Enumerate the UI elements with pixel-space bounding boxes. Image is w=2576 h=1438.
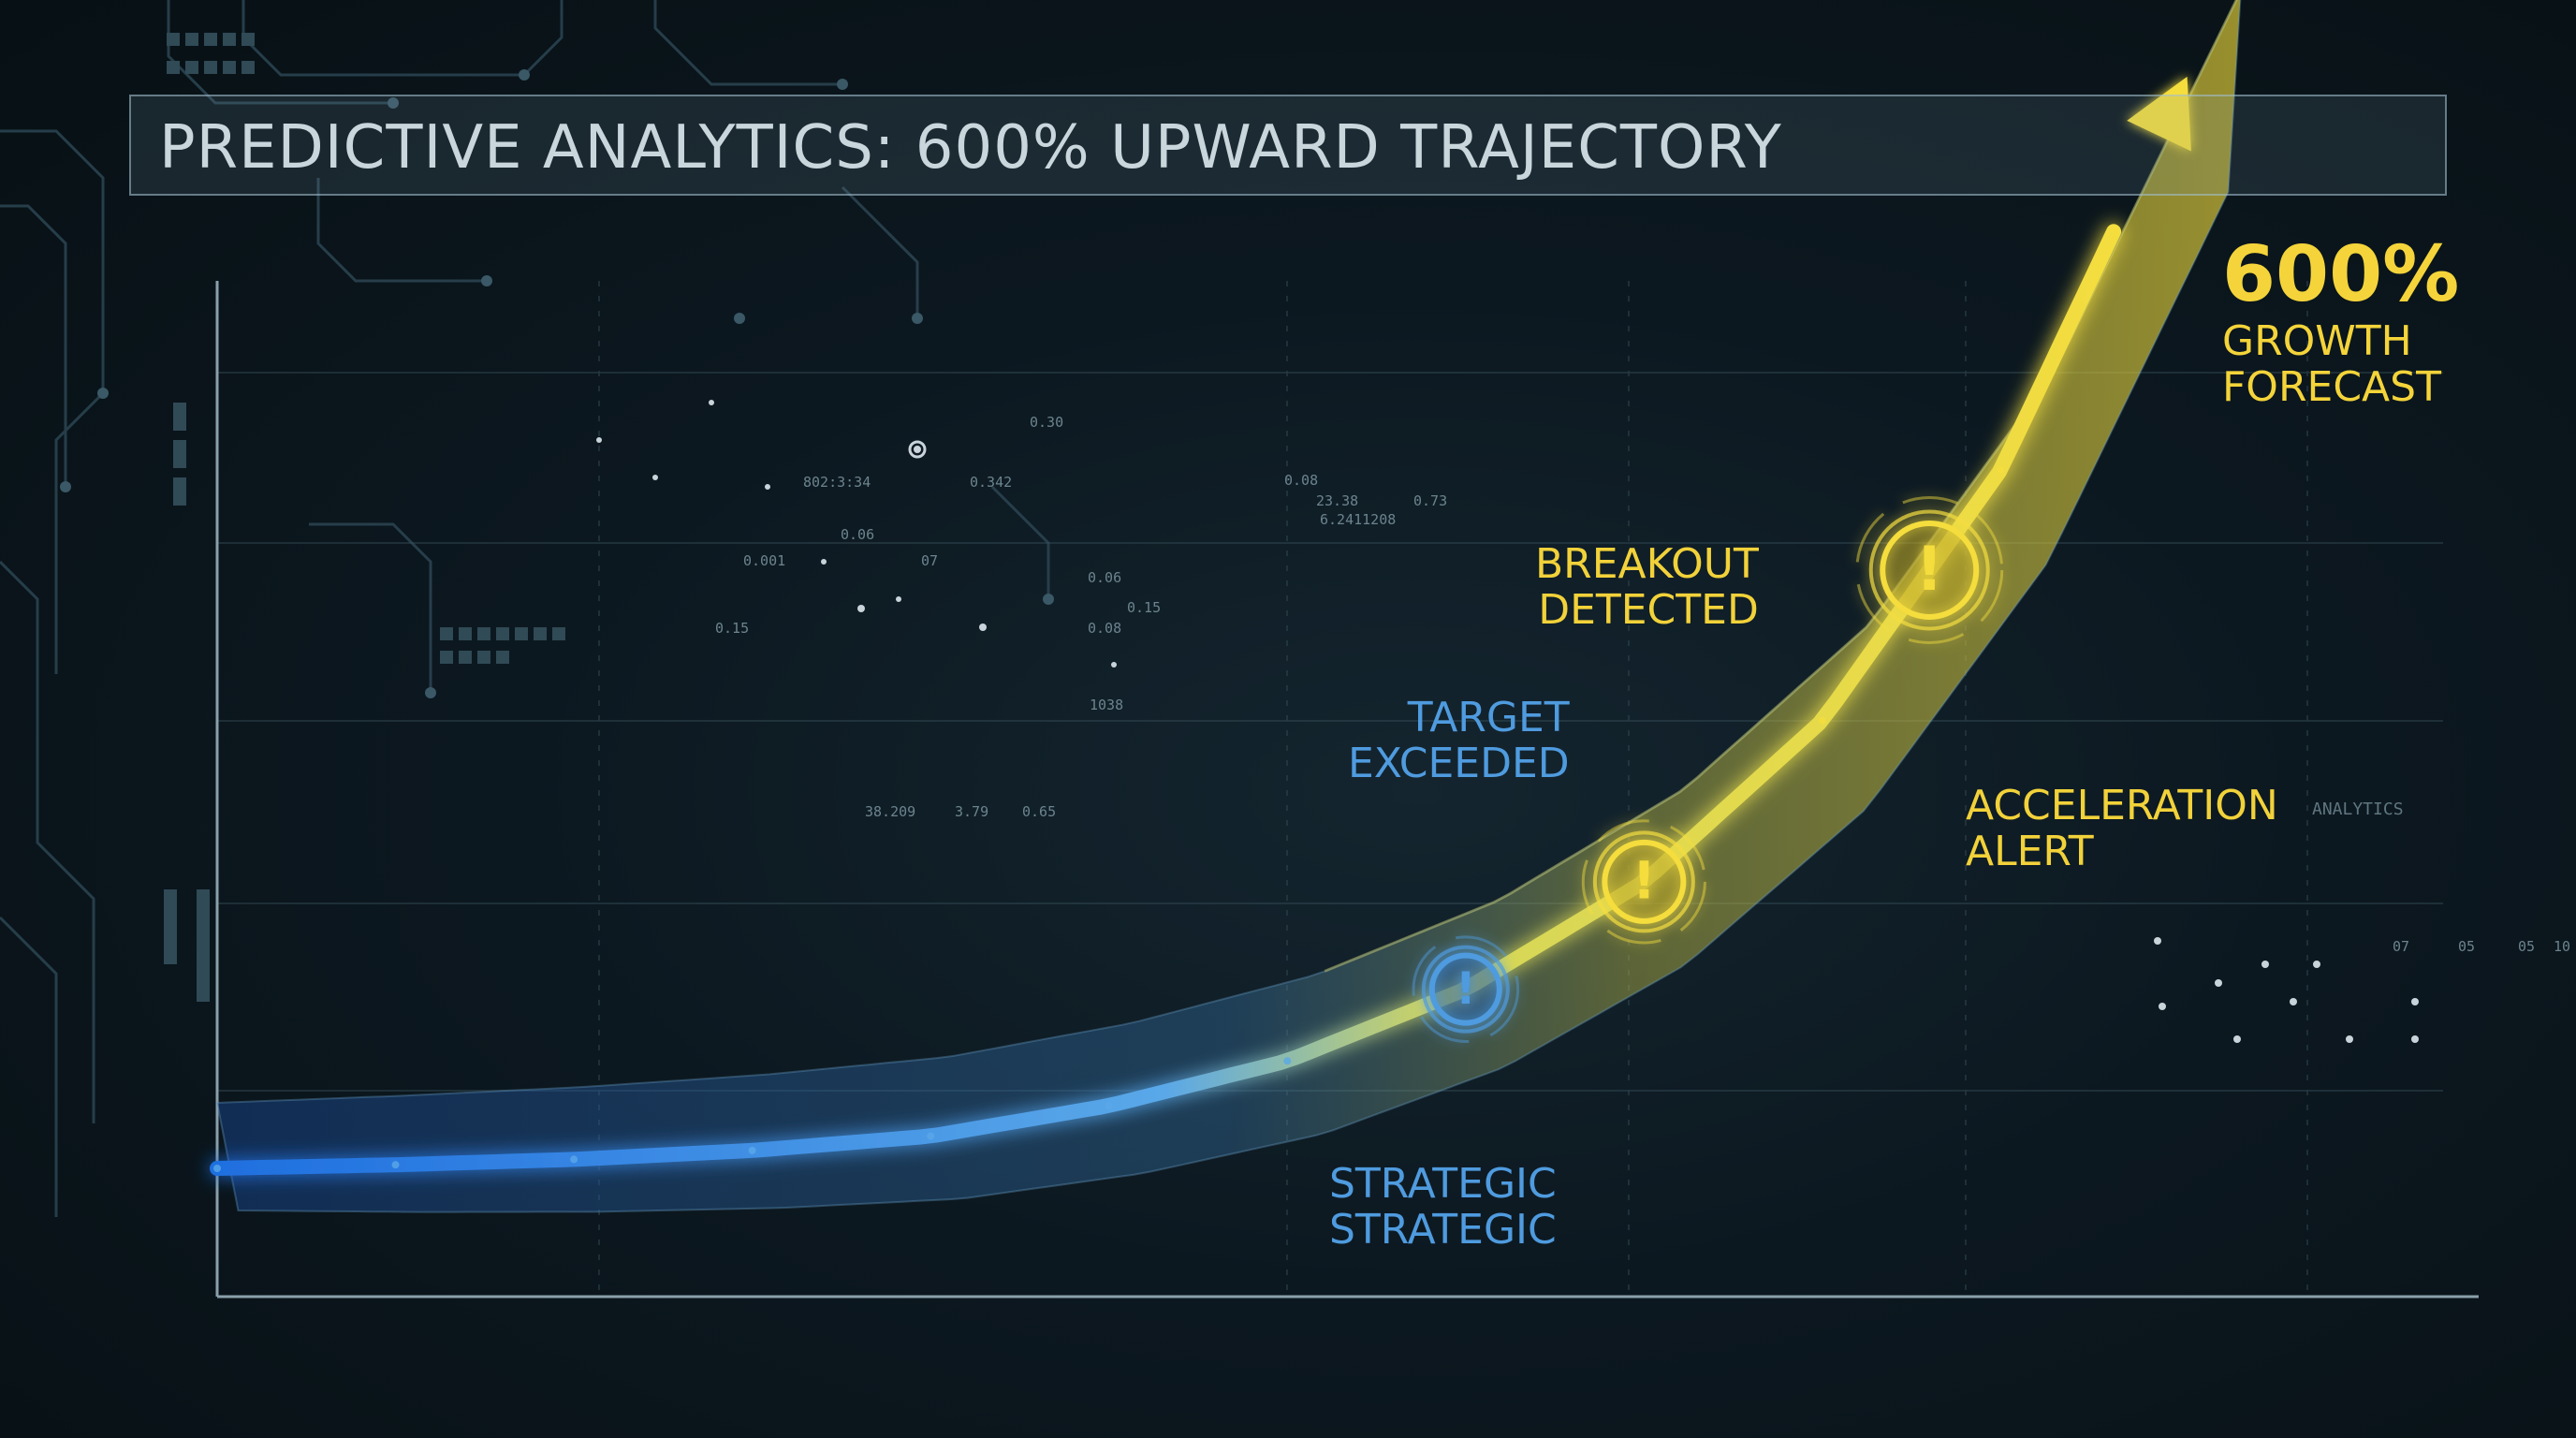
readout: 3.79 bbox=[955, 803, 989, 820]
readout: 07 bbox=[921, 552, 939, 569]
readout: 0.001 bbox=[743, 552, 786, 569]
data-point bbox=[927, 1132, 935, 1140]
data-dots bbox=[596, 400, 2419, 1043]
circuit-nodes bbox=[60, 69, 1054, 698]
marker-core bbox=[1428, 952, 1502, 1026]
chip-decoration bbox=[164, 33, 565, 1002]
marker-ring bbox=[1412, 935, 1520, 1043]
alert-markers: !!! bbox=[1412, 495, 2004, 1043]
readout: 1038 bbox=[1090, 697, 1124, 713]
callout-target-line2: EXCEEDED bbox=[1348, 740, 1570, 788]
corner-number: 10 bbox=[2554, 938, 2571, 955]
data-point bbox=[1997, 465, 2005, 474]
data-point bbox=[213, 1165, 221, 1172]
readout: 0.342 bbox=[970, 474, 1013, 491]
readout: 0.30 bbox=[1030, 414, 1064, 431]
data-point bbox=[1105, 1102, 1113, 1110]
readout: 0.08 bbox=[1284, 472, 1319, 489]
readout: 0.73 bbox=[1413, 492, 1448, 509]
chart-axes bbox=[215, 281, 2479, 1299]
forecast-line2: FORECAST bbox=[2222, 363, 2441, 412]
exclamation-icon: ! bbox=[1632, 851, 1656, 911]
title-bar: PREDICTIVE ANALYTICS: 600% UPWARD TRAJEC… bbox=[129, 95, 2447, 196]
data-point bbox=[748, 1146, 756, 1154]
marker-core bbox=[1602, 839, 1687, 924]
trajectory-band bbox=[215, 0, 2242, 1213]
readout: 38.209 bbox=[865, 803, 916, 820]
callout-strategic-line1: STRATEGIC bbox=[1329, 1160, 1557, 1208]
marker-core bbox=[1880, 520, 1980, 620]
callout-target-line1: TARGET bbox=[1407, 694, 1570, 741]
readout: 0.08 bbox=[1088, 620, 1122, 637]
data-point bbox=[570, 1155, 578, 1164]
data-point bbox=[391, 1161, 400, 1169]
callout-acceleration-line2: ALERT bbox=[1966, 828, 2094, 876]
exclamation-icon: ! bbox=[1456, 963, 1475, 1015]
readout: 0.15 bbox=[1127, 599, 1162, 616]
chart-title: PREDICTIVE ANALYTICS: 600% UPWARD TRAJEC… bbox=[159, 113, 1782, 183]
alert-marker: ! bbox=[1412, 935, 1520, 1043]
target-icon bbox=[908, 440, 927, 459]
readout: 0.65 bbox=[1022, 803, 1057, 820]
callout-acceleration: ACCELERATION ALERT bbox=[1966, 783, 2278, 875]
callout-breakout: BREAKOUT DETECTED bbox=[1535, 541, 1759, 634]
forecast-annotation: 600% GROWTH FORECAST bbox=[2222, 230, 2460, 412]
marker-ring bbox=[1592, 830, 1695, 933]
marker-ring bbox=[1421, 945, 1510, 1034]
callout-acceleration-line1: ACCELERATION bbox=[1966, 782, 2278, 829]
corner-number: 05 bbox=[2458, 938, 2476, 955]
readout: 0.06 bbox=[1088, 569, 1122, 586]
callout-target: TARGET EXCEEDED bbox=[1348, 695, 1570, 787]
callout-breakout-line2: DETECTED bbox=[1538, 586, 1759, 635]
readout: 0.06 bbox=[841, 526, 875, 543]
side-label: ANALYTICS bbox=[2312, 800, 2404, 819]
callout-strategic-line2: STRATEGIC bbox=[1329, 1206, 1557, 1255]
marker-ring bbox=[1868, 509, 1990, 631]
readout: 6.2411208 bbox=[1320, 511, 1397, 528]
readout: 802:3:34 bbox=[803, 474, 871, 491]
data-point bbox=[1283, 1057, 1292, 1065]
corner-number: 07 bbox=[2393, 938, 2410, 955]
callout-breakout-line1: BREAKOUT bbox=[1535, 540, 1759, 588]
forecast-line1: GROWTH bbox=[2222, 316, 2412, 365]
exclamation-icon: ! bbox=[1915, 535, 1943, 605]
alert-marker: ! bbox=[1581, 819, 1706, 945]
forecast-value: 600% bbox=[2222, 230, 2460, 319]
marker-ring bbox=[1855, 495, 2004, 644]
callout-strategic: STRATEGIC STRATEGIC bbox=[1329, 1161, 1557, 1254]
readout: 0.15 bbox=[715, 620, 750, 637]
corner-number: 05 bbox=[2518, 938, 2536, 955]
trend-line bbox=[210, 224, 2122, 1176]
circuit-decoration bbox=[0, 0, 1050, 1217]
marker-ring bbox=[1581, 819, 1706, 945]
alert-marker: ! bbox=[1855, 495, 2004, 644]
data-point bbox=[1818, 716, 1826, 725]
readout: 23.38 bbox=[1316, 492, 1359, 509]
